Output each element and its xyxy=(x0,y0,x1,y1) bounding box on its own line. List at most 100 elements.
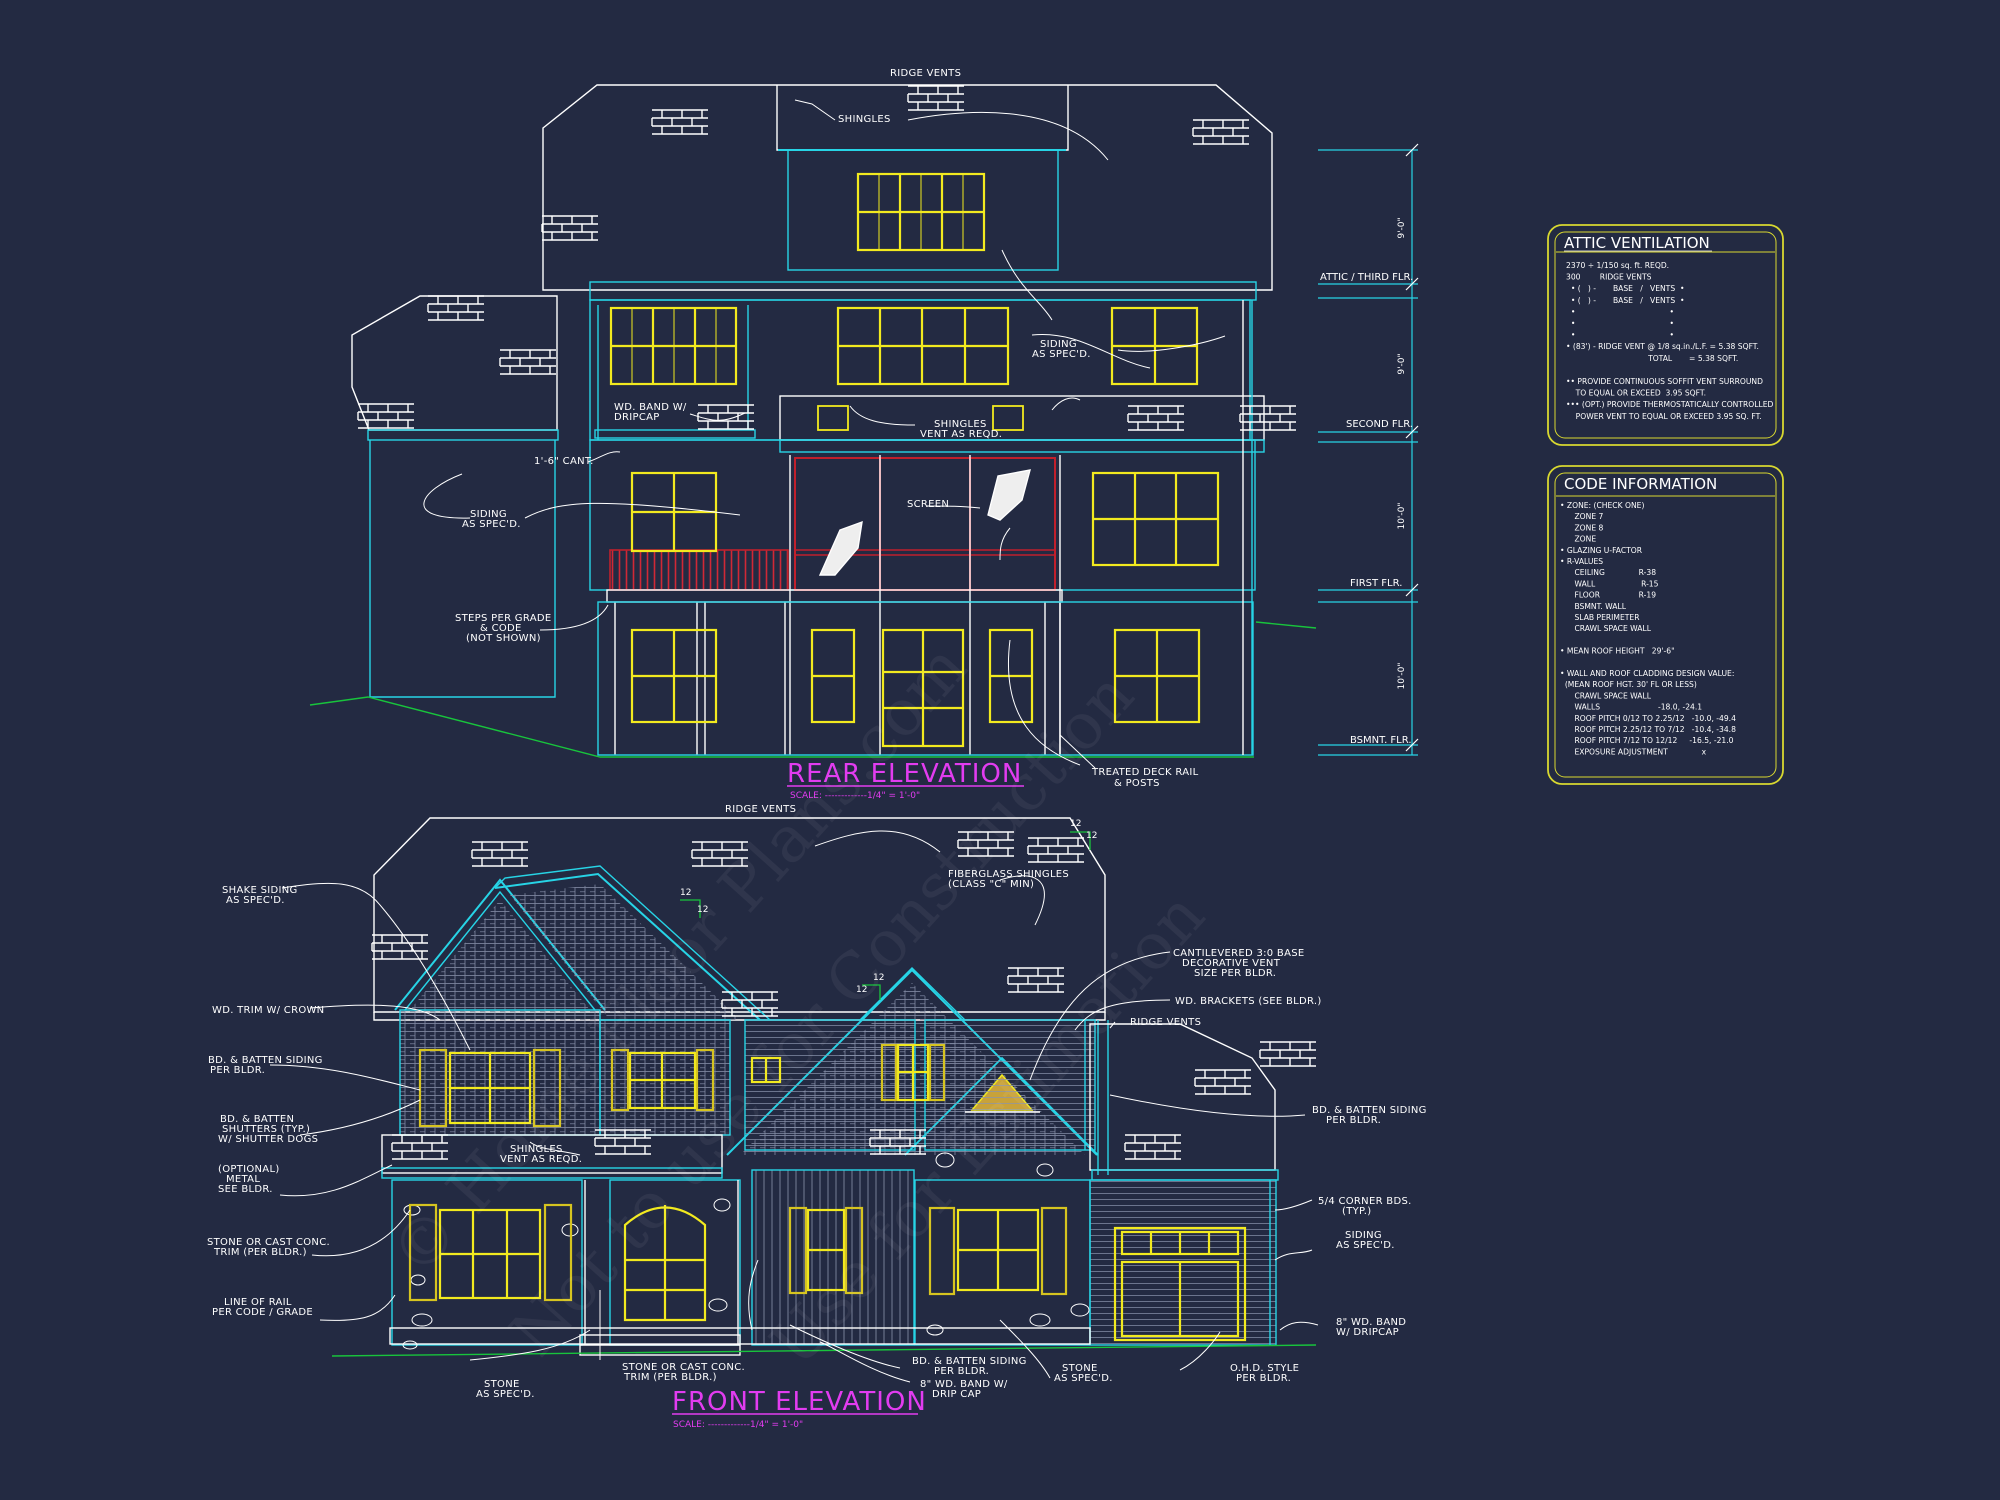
code-information-lines: • ZONE: (CHECK ONE) ZONE 7 ZONE 8 ZONE• … xyxy=(1560,501,1736,756)
label-front-stone-trim-2b: TRIM (PER BLDR.) xyxy=(623,1372,717,1383)
label-front-shingles-vent-b: VENT AS REQD. xyxy=(500,1154,582,1165)
label-front-batten-2b: PER BLDR. xyxy=(934,1366,989,1377)
label-front-stone-2a: STONE xyxy=(1062,1363,1098,1374)
attic-ventilation-panel: ATTIC VENTILATION 2370 ÷ 1/150 sq. ft. R… xyxy=(1547,224,1784,446)
label-rear-siding-2a: SIDING xyxy=(470,509,507,520)
front-garage-door xyxy=(1113,1226,1247,1342)
label-front-shingles-vent-a: SHINGLES xyxy=(510,1144,563,1155)
label-front-shutters-b: SHUTTERS (TYP.) xyxy=(222,1124,310,1135)
label-front-metal-c: SEE BLDR. xyxy=(218,1184,273,1195)
code-information-heading: CODE INFORMATION xyxy=(1564,475,1717,493)
label-front-ohd-a: O.H.D. STYLE xyxy=(1230,1363,1299,1374)
label-rear-deck-rail-a: TREATED DECK RAIL xyxy=(1091,767,1199,778)
label-front-cantilevered-c: SIZE PER BLDR. xyxy=(1194,968,1276,979)
rear-elevation xyxy=(309,84,1317,758)
attic-lines-line: • ( ) - BASE / VENTS • xyxy=(1566,296,1684,305)
label-rear-deck-rail-b: & POSTS xyxy=(1114,778,1160,789)
label-front-wd-band-a: 8" WD. BAND W/ xyxy=(920,1379,1008,1390)
front-left-upper-wall xyxy=(399,1009,601,1136)
attic-lines-line: • (83') - RIDGE VENT @ 1/8 sq.in./L.F. =… xyxy=(1566,342,1759,351)
label-front-stone-1b: AS SPEC'D. xyxy=(476,1389,535,1400)
label-front-stone-2b: AS SPEC'D. xyxy=(1054,1373,1113,1384)
attic-lines-line: POWER VENT TO EQUAL OR EXCEED 3.95 SQ. F… xyxy=(1566,412,1762,421)
code-lines-line: • GLAZING U-FACTOR xyxy=(1560,546,1643,555)
label-front-fiberglass-a: FIBERGLASS SHINGLES xyxy=(948,869,1069,880)
front-elevation-title: FRONT ELEVATION xyxy=(672,1387,927,1417)
pitch-symbols xyxy=(680,831,1091,1000)
label-rear-wdband-a: WD. BAND W/ xyxy=(614,402,687,413)
attic-lines-line: 300 RIDGE VENTS xyxy=(1566,273,1652,282)
label-front-stone-1a: STONE xyxy=(484,1379,520,1390)
code-lines-line: EXPOSURE ADJUSTMENT x xyxy=(1560,747,1707,756)
code-lines-line: SLAB PERIMETER xyxy=(1560,613,1640,622)
rear-level-markers xyxy=(1318,143,1419,756)
code-lines-line: • WALL AND ROOF CLADDING DESIGN VALUE: xyxy=(1560,669,1734,678)
label-front-stone-trim-2a: STONE OR CAST CONC. xyxy=(622,1362,745,1373)
front-elevation-scale: SCALE: -------------1/4" = 1'-0" xyxy=(673,1420,803,1430)
rear-elevation-title: REAR ELEVATION xyxy=(787,759,1022,789)
label-front-batten-3b: PER BLDR. xyxy=(1326,1115,1381,1126)
label-front-wd-band-b: DRIP CAP xyxy=(932,1389,981,1400)
label-front-wd-trim: WD. TRIM W/ CROWN xyxy=(212,1005,324,1016)
rear-ground-line xyxy=(309,696,1254,758)
rear-leader-lines xyxy=(423,99,1226,769)
label-front-siding-a: SIDING xyxy=(1345,1230,1382,1241)
dim-basement: 10'-0" xyxy=(1397,662,1407,689)
code-lines-line: • R-VALUES xyxy=(1560,557,1603,566)
label-rear-shingles-vent-b: VENT AS REQD. xyxy=(920,429,1002,440)
attic-lines-line: ••• (OPT.) PROVIDE THERMOSTATICALLY CONT… xyxy=(1566,400,1774,409)
code-lines-line: ZONE 8 xyxy=(1560,523,1604,532)
label-front-cantilevered-b: DECORATIVE VENT xyxy=(1182,958,1281,969)
pitch-label-5: 12 xyxy=(856,985,867,995)
front-ground-line xyxy=(331,1344,1317,1357)
label-front-line-rail-a: LINE OF RAIL xyxy=(224,1297,292,1308)
label-front-batten-1b: PER BLDR. xyxy=(210,1065,265,1076)
rear-main-roof xyxy=(542,84,1273,291)
label-front-metal-b: METAL xyxy=(226,1174,260,1185)
code-lines-line: ZONE 7 xyxy=(1560,512,1604,521)
label-front-batten-2a: BD. & BATTEN SIDING xyxy=(912,1356,1027,1367)
attic-lines-line: • • xyxy=(1566,319,1674,328)
label-rear-steps-c: (NOT SHOWN) xyxy=(466,633,541,644)
label-front-line-rail-b: PER CODE / GRADE xyxy=(212,1307,313,1318)
rear-left-wing xyxy=(369,440,556,698)
label-rear-steps-a: STEPS PER GRADE xyxy=(455,613,551,624)
label-front-shake-a: SHAKE SIDING xyxy=(222,885,298,896)
code-lines-line: FLOOR R-19 xyxy=(1560,591,1656,600)
attic-lines-line: •• PROVIDE CONTINUOUS SOFFIT VENT SURROU… xyxy=(1566,377,1763,386)
code-lines-line: CRAWL SPACE WALL xyxy=(1560,624,1652,633)
code-lines-line: ROOF PITCH 7/12 TO 12/12 -16.5, -21.0 xyxy=(1560,736,1734,745)
pitch-label-4: 12 xyxy=(697,905,708,915)
level-basement: BSMNT. FLR. xyxy=(1350,735,1412,746)
front-windows xyxy=(408,1043,1247,1342)
pitch-label-3: 12 xyxy=(680,888,691,898)
code-lines-line: CEILING R-38 xyxy=(1560,568,1656,577)
code-lines-line: BSMNT. WALL xyxy=(1560,602,1627,611)
code-lines-line: (MEAN ROOF HGT. 30' FL OR LESS) xyxy=(1560,680,1697,689)
label-front-ridge-vents-2: RIDGE VENTS xyxy=(1130,1017,1201,1028)
attic-ventilation-heading: ATTIC VENTILATION xyxy=(1564,234,1710,252)
front-leader-lines xyxy=(269,830,1319,1383)
label-front-shake-b: AS SPEC'D. xyxy=(226,895,285,906)
pitch-label-6: 12 xyxy=(873,973,884,983)
code-information-panel: CODE INFORMATION • ZONE: (CHECK ONE) ZON… xyxy=(1547,465,1784,785)
label-front-brackets: WD. BRACKETS (SEE BLDR.) xyxy=(1175,996,1322,1007)
label-front-corner-a: 5/4 CORNER BDS. xyxy=(1318,1196,1412,1207)
label-rear-siding-1a: SIDING xyxy=(1040,339,1077,350)
label-front-batten-1a: BD. & BATTEN SIDING xyxy=(208,1055,323,1066)
label-front-fiberglass-b: (CLASS "C" MIN) xyxy=(948,879,1034,890)
pitch-label-1: 12 xyxy=(1070,819,1081,829)
rear-second-floor-wall xyxy=(589,299,1251,441)
pitch-label-2: 12 xyxy=(1086,831,1097,841)
label-rear-steps-b: & CODE xyxy=(480,623,522,634)
attic-lines-line: 2370 ÷ 1/150 sq. ft. REQD. xyxy=(1566,261,1669,270)
label-front-stone-trim-a: STONE OR CAST CONC. xyxy=(207,1237,330,1248)
level-second: SECOND FLR. xyxy=(1346,419,1413,430)
label-front-wd-band-2b: W/ DRIPCAP xyxy=(1336,1327,1399,1338)
code-lines-line: ZONE xyxy=(1560,535,1596,544)
code-lines-line: WALL R-15 xyxy=(1560,579,1659,588)
attic-lines-line: TO EQUAL OR EXCEED 3.95 SQFT. xyxy=(1566,389,1706,398)
attic-lines-line: • ( ) - BASE / VENTS • xyxy=(1566,284,1684,293)
label-front-shutters-c: W/ SHUTTER DOGS xyxy=(218,1134,318,1145)
